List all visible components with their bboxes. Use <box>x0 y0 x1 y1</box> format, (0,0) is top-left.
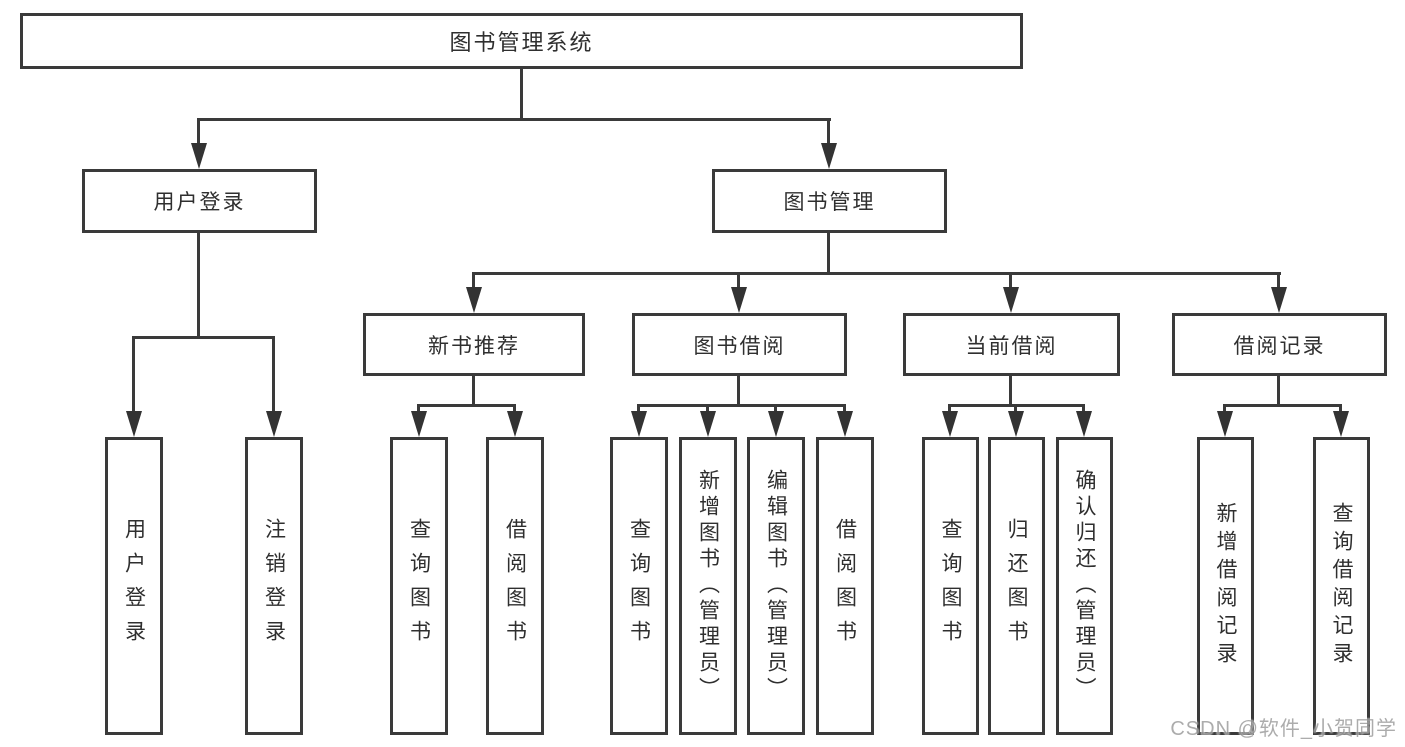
leaf-label: 查询图书 <box>407 518 431 654</box>
node-library-system: 图书管理系统 <box>20 13 1023 69</box>
csdn-watermark: CSDN @软件_小贺同学 <box>1170 718 1397 740</box>
arrow-down-icon <box>700 411 716 437</box>
leaf-label: 查询图书 <box>939 518 962 654</box>
leaf-user-login: 用户登录 <box>105 437 163 735</box>
connector-hbar <box>472 272 1281 275</box>
leaf-borrow-book: 借阅图书 <box>816 437 874 735</box>
arrow-down-icon <box>1003 287 1019 313</box>
leaf-query-borrow-record: 查询借阅记录 <box>1313 437 1370 735</box>
arrow-down-icon <box>191 143 207 169</box>
connector-hbar <box>417 404 516 407</box>
connector-vline <box>737 272 740 289</box>
connector-vline <box>948 404 951 414</box>
arrow-down-icon <box>1008 411 1024 437</box>
connector-vline <box>1223 404 1226 414</box>
leaf-label: 编辑图书（管理员） <box>764 469 788 703</box>
node-new-book-recommend: 新书推荐 <box>363 313 585 376</box>
connector-hbar <box>637 404 846 407</box>
connector-vline <box>1277 272 1280 289</box>
connector-vline <box>827 118 830 145</box>
arrow-down-icon <box>631 411 647 437</box>
leaf-label: 注销登录 <box>262 518 286 654</box>
arrow-down-icon <box>821 143 837 169</box>
leaf-add-borrow-record: 新增借阅记录 <box>1197 437 1254 735</box>
arrow-down-icon <box>768 411 784 437</box>
leaf-label: 新增图书（管理员） <box>696 469 720 703</box>
connector-vline <box>197 118 200 145</box>
leaf-label: 确认归还（管理员） <box>1073 469 1096 703</box>
connector-vline <box>1082 404 1085 414</box>
leaf-label: 归还图书 <box>1005 518 1028 654</box>
connector-vline <box>827 233 830 275</box>
arrow-down-icon <box>266 411 282 437</box>
leaf-add-book-admin: 新增图书（管理员） <box>679 437 737 735</box>
connector-vline <box>513 404 516 414</box>
arrow-down-icon <box>1271 287 1287 313</box>
connector-vline <box>1009 376 1012 407</box>
leaf-confirm-return-admin: 确认归还（管理员） <box>1056 437 1113 735</box>
leaf-edit-book-admin: 编辑图书（管理员） <box>747 437 805 735</box>
leaf-label: 借阅图书 <box>833 518 857 654</box>
leaf-label: 查询借阅记录 <box>1330 502 1353 670</box>
connector-vline <box>843 404 846 414</box>
connector-vline <box>737 376 740 407</box>
connector-vline <box>472 376 475 407</box>
connector-vline <box>774 404 777 414</box>
connector-vline <box>637 404 640 414</box>
node-book-borrow: 图书借阅 <box>632 313 847 376</box>
connector-vline <box>472 272 475 289</box>
leaf-borrow-book: 借阅图书 <box>486 437 544 735</box>
node-book-management: 图书管理 <box>712 169 947 233</box>
leaf-query-book: 查询图书 <box>390 437 448 735</box>
connector-hbar <box>1223 404 1342 407</box>
arrow-down-icon <box>466 287 482 313</box>
arrow-down-icon <box>731 287 747 313</box>
arrow-down-icon <box>411 411 427 437</box>
connector-hbar <box>197 118 831 121</box>
arrow-down-icon <box>1217 411 1233 437</box>
connector-vline <box>197 233 200 339</box>
node-user-login: 用户登录 <box>82 169 317 233</box>
arrow-down-icon <box>507 411 523 437</box>
connector-vline <box>272 336 275 413</box>
leaf-logout: 注销登录 <box>245 437 303 735</box>
connector-vline <box>520 69 523 121</box>
arrow-down-icon <box>1333 411 1349 437</box>
leaf-return-book: 归还图书 <box>988 437 1045 735</box>
leaf-label: 查询图书 <box>627 518 651 654</box>
leaf-query-book: 查询图书 <box>922 437 979 735</box>
leaf-label: 新增借阅记录 <box>1214 502 1237 670</box>
connector-vline <box>706 404 709 414</box>
arrow-down-icon <box>942 411 958 437</box>
leaf-label: 借阅图书 <box>503 518 527 654</box>
leaf-query-book: 查询图书 <box>610 437 668 735</box>
arrow-down-icon <box>126 411 142 437</box>
arrow-down-icon <box>837 411 853 437</box>
connector-vline <box>1339 404 1342 414</box>
connector-vline <box>417 404 420 414</box>
connector-vline <box>1277 376 1280 407</box>
arrow-down-icon <box>1076 411 1092 437</box>
connector-vline <box>132 336 135 413</box>
connector-vline <box>1009 272 1012 289</box>
node-current-borrow: 当前借阅 <box>903 313 1120 376</box>
leaf-label: 用户登录 <box>122 518 146 654</box>
node-borrow-records: 借阅记录 <box>1172 313 1387 376</box>
connector-hbar <box>132 336 275 339</box>
connector-vline <box>1014 404 1017 414</box>
